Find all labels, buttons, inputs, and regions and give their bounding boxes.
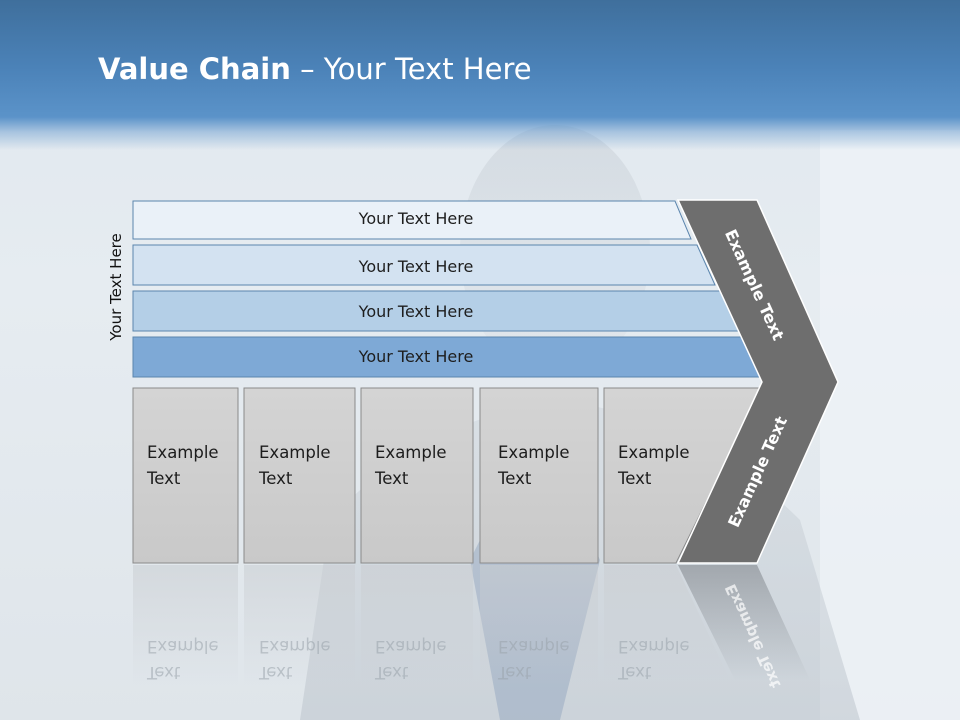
title-bold: Value Chain [98, 52, 291, 86]
title-rest: – Your Text Here [290, 52, 532, 86]
activity-box-5 [603, 387, 763, 564]
title-banner [0, 0, 960, 150]
activity-box-3 [360, 387, 474, 564]
band-label-2: Your Text Here [358, 257, 474, 276]
activity-box-4 [479, 387, 599, 564]
page-title: Value Chain – Your Text Here [98, 52, 532, 86]
band-label-4: Your Text Here [358, 347, 474, 366]
band-2 [132, 244, 716, 286]
band-label-1: Your Text Here [358, 209, 474, 228]
activity-box-1 [132, 387, 239, 564]
activity-box-2 [243, 387, 356, 564]
band-label-3: Your Text Here [358, 302, 474, 321]
margin-chevron [676, 199, 839, 564]
band-1 [132, 200, 692, 240]
